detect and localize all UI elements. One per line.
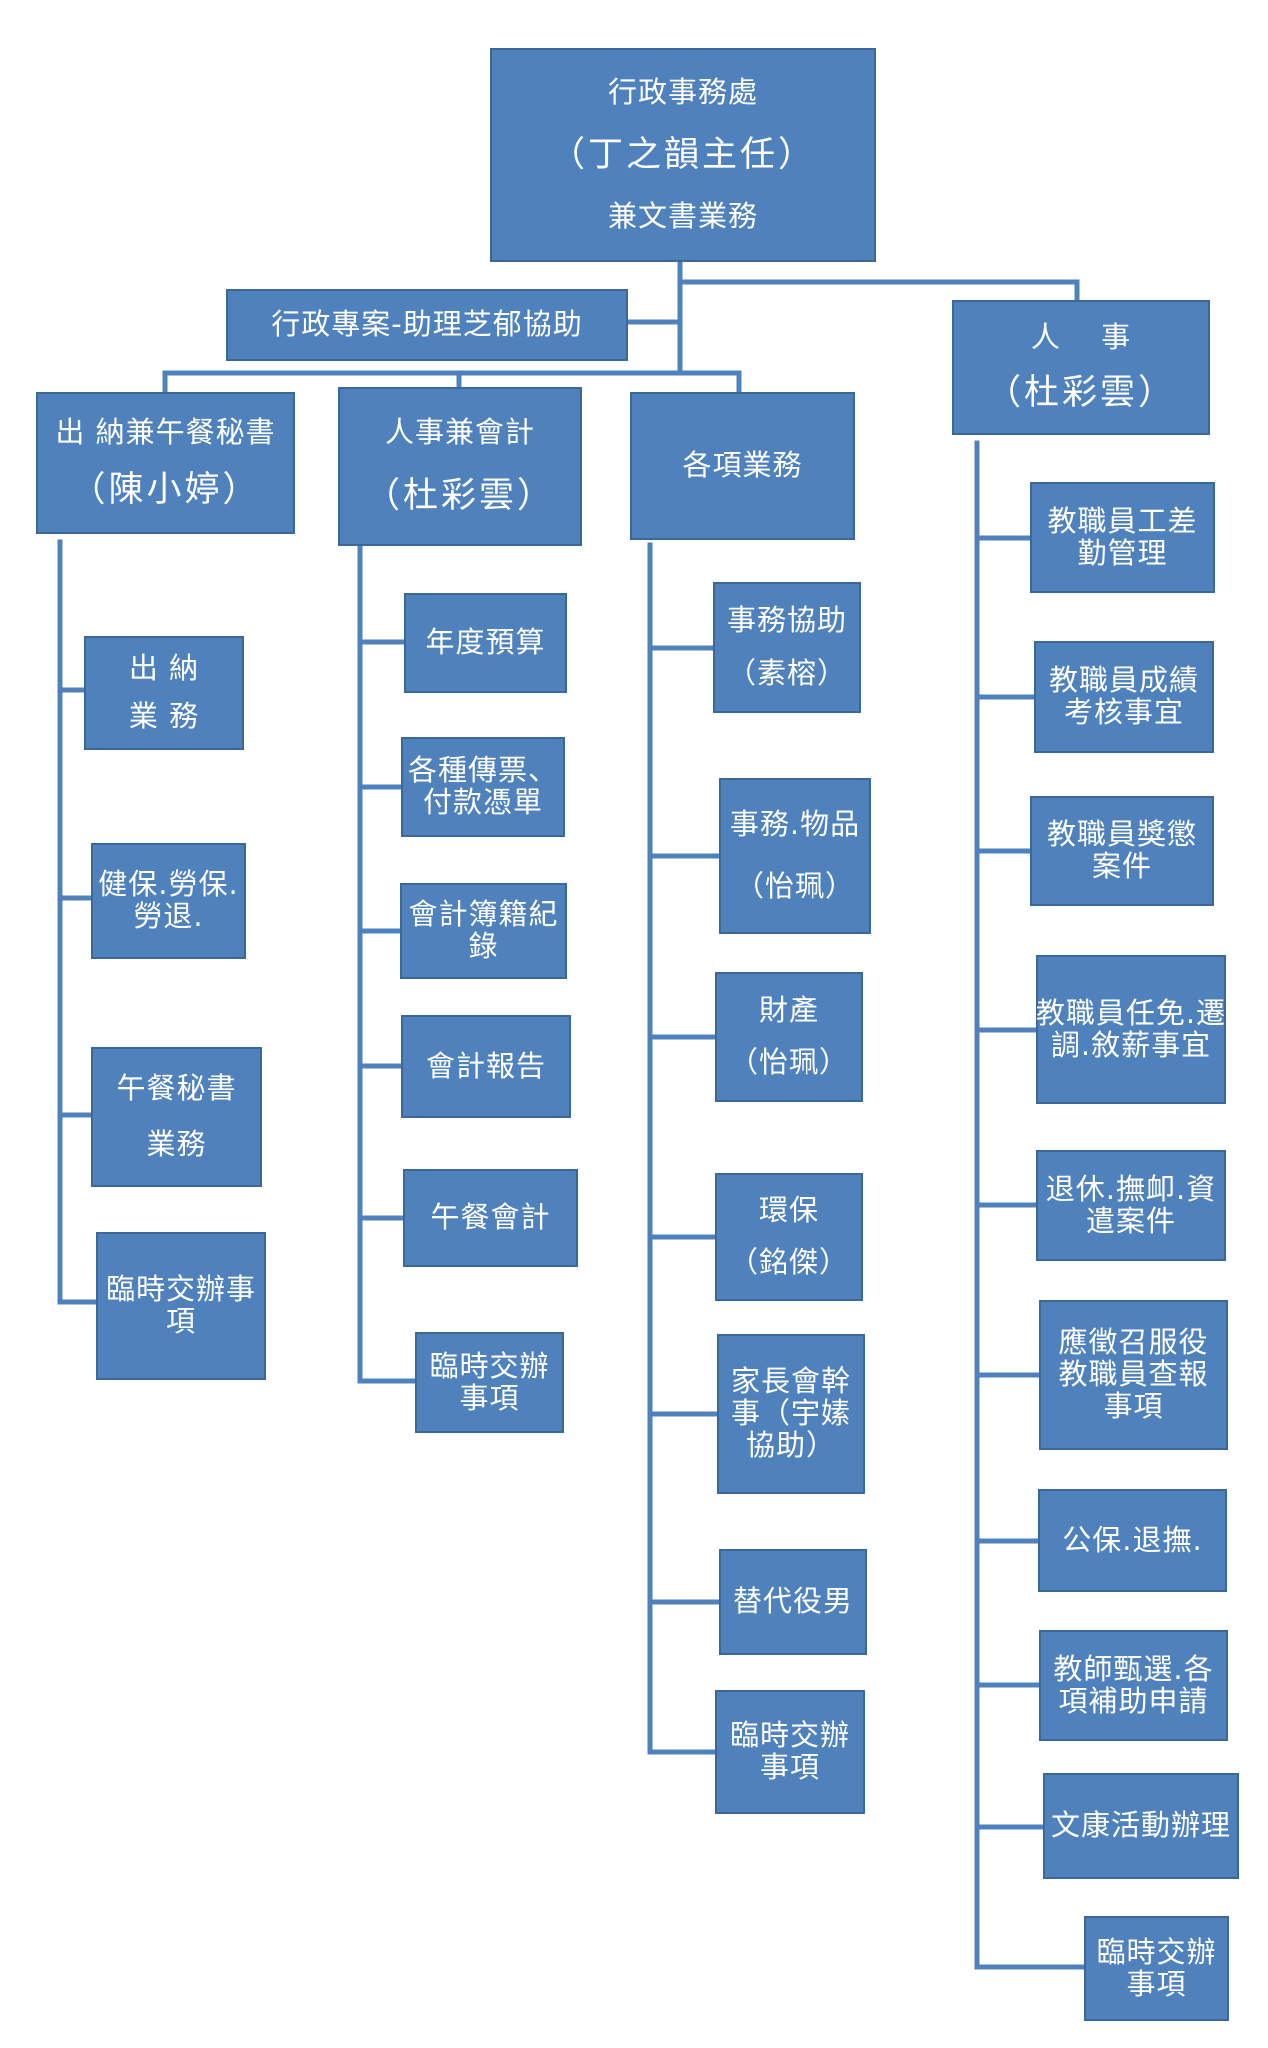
item-text: 午餐會計: [430, 1200, 551, 1235]
item-text: 事務協助: [726, 603, 847, 638]
item-text: 會計報告: [425, 1048, 546, 1083]
item-text: 退休.撫卹.資: [1045, 1171, 1217, 1206]
item-text: 臨時交辦事: [105, 1272, 256, 1307]
personnel-item-box: 應徵召服役 教職員查報 事項: [1039, 1300, 1228, 1450]
accounting-head-title: 人事兼會計: [384, 415, 535, 450]
item-text: 年度預算: [425, 625, 546, 660]
assistant-node: 行政專案-助理芝郁協助: [226, 289, 628, 361]
accounting-item-box: 會計簿籍紀 錄: [400, 883, 567, 979]
personnel-item-box: 教師甄選.各 項補助申請: [1039, 1630, 1228, 1741]
item-text: 文康活動辦理: [1050, 1808, 1231, 1843]
item-text: 勞退.: [133, 899, 204, 933]
personnel-item-box: 退休.撫卹.資 遣案件: [1036, 1150, 1226, 1261]
item-text: 事務.物品: [729, 807, 861, 842]
cashier-head-person: （陳小婷）: [70, 469, 261, 510]
item-text: 臨時交辦: [1096, 1934, 1217, 1969]
item-text: 項: [165, 1304, 196, 1338]
item-text: 各種傳票、: [407, 753, 558, 788]
cashier-item-box: 臨時交辦事 項: [96, 1232, 266, 1380]
item-text: 教職員查報: [1058, 1357, 1209, 1392]
general-item-box: 事務協助 （素榕）: [713, 582, 861, 713]
item-text: 教職員成績: [1048, 663, 1199, 698]
personnel-item-box: 教職員任免.遷 調.敘薪事宜: [1036, 955, 1226, 1104]
item-text: 教職員工差: [1047, 503, 1198, 538]
item-text: 替代役男: [732, 1584, 853, 1619]
personnel-item-box: 教職員工差 勤管理: [1030, 482, 1215, 593]
accounting-item-box: 午餐會計: [403, 1169, 578, 1267]
item-text: 調.敘薪事宜: [1050, 1027, 1212, 1062]
item-text: 臨時交辦: [729, 1718, 850, 1753]
root-subtitle: 兼文書業務: [607, 199, 758, 234]
item-text: 勤管理: [1077, 535, 1168, 570]
general-head-node: 各項業務: [630, 392, 855, 540]
item-text: 協助）: [745, 1427, 836, 1462]
general-item-box: 事務.物品 （怡珮）: [719, 778, 871, 934]
item-text: 出 納: [128, 651, 200, 686]
item-text: 事項: [1126, 1966, 1187, 2001]
cashier-item-box: 出 納 業 務: [84, 636, 244, 750]
item-text: 家長會幹: [730, 1364, 851, 1399]
accounting-item-box: 會計報告: [401, 1015, 571, 1118]
item-text: （素榕）: [726, 656, 847, 691]
root-title: 行政事務處: [607, 74, 758, 109]
item-text: 應徵召服役: [1058, 1325, 1209, 1360]
root-director: （丁之韻主任）: [549, 134, 816, 175]
personnel-head-node: 人 事 （杜彩雲）: [952, 300, 1210, 435]
personnel-item-box: 文康活動辦理: [1043, 1773, 1239, 1879]
item-text: 財產: [758, 992, 819, 1027]
accounting-item-box: 臨時交辦 事項: [415, 1332, 564, 1433]
item-text: 項補助申請: [1058, 1683, 1209, 1718]
general-item-box: 家長會幹 事（宇嫊 協助）: [717, 1334, 865, 1494]
item-text: 午餐秘書: [116, 1071, 237, 1106]
personnel-item-box: 臨時交辦 事項: [1084, 1916, 1229, 2021]
item-text: 公保.退撫.: [1062, 1522, 1203, 1557]
assistant-label: 行政專案-助理芝郁協助: [271, 307, 583, 342]
item-text: 教職員獎懲: [1046, 817, 1197, 852]
accounting-item-box: 年度預算: [404, 593, 567, 693]
item-text: 事項: [1103, 1388, 1164, 1423]
personnel-head-person: （杜彩雲）: [985, 373, 1176, 414]
item-text: 教師甄選.各: [1053, 1651, 1214, 1686]
cashier-head-title: 出 納兼午餐秘書: [55, 414, 276, 449]
accounting-head-person: （杜彩雲）: [364, 476, 555, 517]
item-text: 業務: [146, 1127, 207, 1162]
personnel-head-title: 人 事: [1030, 320, 1132, 355]
item-text: 錄: [468, 929, 499, 963]
cashier-item-box: 午餐秘書 業務: [91, 1047, 262, 1187]
item-text: 遣案件: [1085, 1203, 1176, 1238]
item-text: 健保.勞保.: [98, 867, 239, 902]
general-item-box: 財產 （怡珮）: [715, 972, 863, 1102]
item-text: （怡珮）: [734, 868, 855, 903]
accounting-head-node: 人事兼會計 （杜彩雲）: [338, 387, 582, 546]
item-text: 案件: [1091, 849, 1152, 883]
item-text: 環保: [758, 1193, 819, 1228]
item-text: 教職員任免.遷: [1035, 995, 1227, 1030]
root-node: 行政事務處 （丁之韻主任） 兼文書業務: [490, 48, 876, 262]
personnel-item-box: 公保.退撫.: [1038, 1489, 1227, 1592]
accounting-item-box: 各種傳票、 付款憑單: [401, 737, 565, 837]
general-head-title: 各項業務: [682, 448, 803, 483]
item-text: 業 務: [128, 698, 200, 733]
item-text: （怡珮）: [728, 1045, 849, 1080]
item-text: 付款憑單: [422, 785, 543, 819]
personnel-item-box: 教職員成績 考核事宜: [1034, 641, 1214, 753]
item-text: 事項: [759, 1750, 820, 1784]
item-text: 事項: [459, 1380, 520, 1415]
general-item-box: 替代役男: [719, 1549, 867, 1655]
personnel-item-box: 教職員獎懲 案件: [1030, 796, 1214, 906]
item-text: （銘傑）: [728, 1245, 849, 1280]
general-item-box: 環保 （銘傑）: [715, 1173, 863, 1301]
cashier-item-box: 健保.勞保. 勞退.: [91, 843, 246, 959]
item-text: 事（宇嫊: [730, 1396, 851, 1431]
cashier-head-node: 出 納兼午餐秘書 （陳小婷）: [36, 392, 295, 534]
item-text: 考核事宜: [1063, 695, 1184, 729]
general-item-box: 臨時交辦 事項: [715, 1690, 865, 1814]
item-text: 會計簿籍紀: [408, 897, 559, 932]
item-text: 臨時交辦: [429, 1348, 550, 1383]
